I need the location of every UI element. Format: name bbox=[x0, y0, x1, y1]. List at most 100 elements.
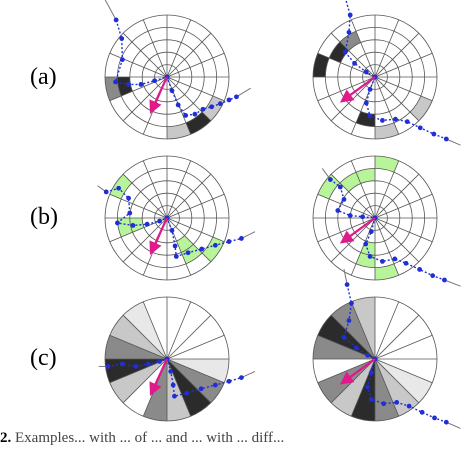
shaded-cell bbox=[167, 359, 225, 403]
trajectory-point bbox=[347, 213, 353, 218]
grid-spoke bbox=[122, 76, 168, 122]
grid-spoke bbox=[166, 173, 212, 219]
trajectory-point bbox=[368, 396, 374, 402]
trajectory-point bbox=[234, 94, 239, 100]
shaded-cell bbox=[313, 359, 375, 383]
trajectory-line bbox=[114, 19, 237, 117]
grid-spoke bbox=[122, 314, 168, 360]
trajectory-point bbox=[226, 239, 232, 244]
shaded-cell bbox=[167, 359, 229, 383]
grid-spoke bbox=[166, 217, 192, 276]
panel-b-left bbox=[97, 155, 256, 281]
shaded-cell bbox=[176, 235, 194, 253]
trajectory-point bbox=[344, 282, 350, 287]
trajectory-point bbox=[403, 260, 409, 266]
panel-c-right bbox=[312, 269, 461, 429]
grid-spoke bbox=[122, 358, 168, 404]
shaded-cell bbox=[375, 359, 399, 421]
trajectory-point bbox=[404, 119, 410, 125]
trajectory-point bbox=[217, 101, 223, 107]
shaded-cell bbox=[375, 122, 399, 139]
grid-spoke bbox=[374, 358, 433, 384]
grid-spoke bbox=[350, 301, 376, 360]
trajectory-point bbox=[380, 118, 385, 123]
grid-spoke bbox=[122, 217, 168, 263]
trajectory-point bbox=[226, 97, 232, 103]
shaded-cell bbox=[410, 95, 433, 121]
shaded-cell bbox=[375, 263, 399, 280]
grid-spoke bbox=[350, 217, 376, 276]
panel-a-right bbox=[312, 0, 461, 146]
grid-spoke bbox=[374, 358, 400, 417]
trajectory-point bbox=[133, 364, 139, 369]
row-label-b: (b) bbox=[30, 204, 58, 230]
trajectory-point bbox=[172, 393, 177, 399]
trajectory-extension bbox=[241, 370, 256, 379]
grid-spoke bbox=[374, 19, 400, 78]
shaded-cell bbox=[181, 244, 203, 264]
trajectory-point bbox=[443, 419, 449, 425]
grid-spoke bbox=[109, 193, 168, 219]
trajectory-point bbox=[363, 241, 369, 247]
trajectory-point bbox=[105, 364, 111, 369]
trajectory-point bbox=[119, 57, 125, 63]
figure-caption: 2. Examples... with ... of ... and ... w… bbox=[0, 430, 474, 450]
trajectory-point bbox=[346, 318, 352, 323]
trajectory-point bbox=[115, 220, 120, 226]
shaded-cell bbox=[123, 301, 167, 359]
direction-arrow bbox=[339, 358, 376, 385]
shaded-cell bbox=[356, 168, 375, 184]
grid-spoke bbox=[109, 76, 168, 102]
trajectory-point bbox=[199, 246, 205, 252]
trajectory-point bbox=[157, 218, 162, 224]
trajectory-point bbox=[146, 361, 151, 367]
grid-spoke bbox=[317, 217, 376, 243]
grid-spoke bbox=[350, 358, 376, 417]
trajectory-point bbox=[130, 223, 136, 228]
trajectory-point bbox=[119, 361, 125, 367]
grid-spoke bbox=[122, 32, 168, 78]
shaded-cell bbox=[167, 122, 191, 139]
trajectory-point bbox=[175, 102, 181, 108]
trajectory-extension bbox=[446, 421, 461, 429]
trajectory-point bbox=[212, 382, 218, 388]
grid-spoke bbox=[166, 19, 192, 78]
shaded-cell bbox=[317, 174, 340, 200]
trajectory-point bbox=[198, 386, 204, 392]
trajectory-point bbox=[342, 49, 348, 55]
grid-spoke bbox=[109, 334, 168, 360]
shaded-cell bbox=[109, 315, 167, 359]
grid-spoke bbox=[166, 358, 225, 384]
trajectory-point bbox=[103, 189, 109, 195]
shaded-cell bbox=[375, 359, 419, 417]
grid-spoke bbox=[374, 52, 433, 78]
trajectory-point bbox=[335, 208, 341, 213]
row-label-c: (c) bbox=[30, 345, 57, 371]
grid-spoke bbox=[166, 160, 192, 219]
grid-spoke bbox=[166, 76, 225, 102]
grid-spoke bbox=[166, 358, 212, 404]
trajectory-point bbox=[442, 277, 447, 283]
trajectory-point bbox=[152, 78, 158, 84]
trajectory-point bbox=[347, 12, 353, 18]
trajectory-point bbox=[349, 300, 354, 306]
trajectory-extension bbox=[343, 269, 348, 285]
shaded-cell bbox=[202, 236, 225, 262]
trajectory-point bbox=[365, 384, 370, 390]
trajectory-point bbox=[394, 400, 400, 405]
grid-spoke bbox=[374, 358, 420, 404]
shaded-cell bbox=[339, 172, 361, 192]
trajectory-point bbox=[185, 250, 191, 256]
panel-c-left bbox=[98, 296, 256, 422]
trajectory-point bbox=[341, 334, 347, 340]
trajectory-extension bbox=[104, 0, 117, 21]
grid-spoke bbox=[166, 32, 212, 78]
grid-spoke bbox=[142, 19, 168, 78]
shaded-cell bbox=[109, 359, 167, 403]
trajectory-point bbox=[212, 242, 218, 248]
trajectory-point bbox=[192, 111, 198, 117]
grid-spoke bbox=[374, 193, 433, 219]
grid-spoke bbox=[350, 19, 376, 78]
grid-spoke bbox=[166, 217, 212, 263]
trajectory-point bbox=[168, 369, 174, 374]
